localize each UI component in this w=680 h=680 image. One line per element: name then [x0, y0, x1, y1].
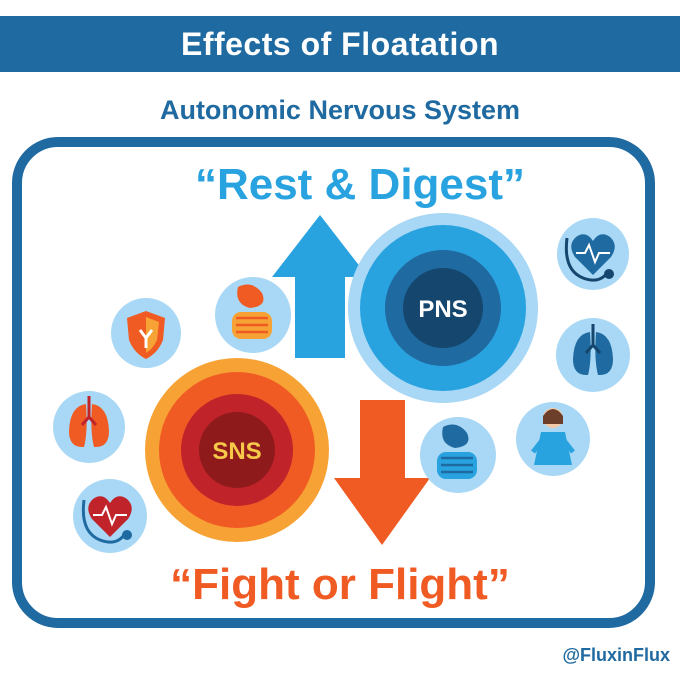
rest-and-digest-label: “Rest & Digest”: [194, 160, 526, 209]
stomach-intestine-icon: [420, 417, 496, 493]
sns-circle: [145, 358, 329, 542]
stomach-intestine-icon: [215, 277, 291, 353]
up-arrow: [272, 215, 368, 358]
shield-icon: [111, 298, 181, 368]
down-arrow: [334, 400, 430, 545]
sns-label: SNS: [212, 438, 261, 465]
page-title: Effects of Floatation: [180, 25, 500, 62]
lungs-icon: [53, 391, 125, 463]
pns-circle: [348, 213, 538, 403]
fight-or-flight-label: “Fight or Flight”: [170, 560, 510, 609]
pns-label: PNS: [418, 296, 467, 323]
subtitle: Autonomic Nervous System: [159, 95, 521, 125]
credit-handle: @FluxinFlux: [562, 645, 670, 665]
person-icon: [516, 402, 590, 476]
heart-stethoscope-icon: [73, 479, 147, 553]
heart-stethoscope-icon: [557, 218, 629, 290]
lungs-icon: [556, 318, 630, 392]
title-banner: Effects of Floatation: [0, 16, 680, 72]
